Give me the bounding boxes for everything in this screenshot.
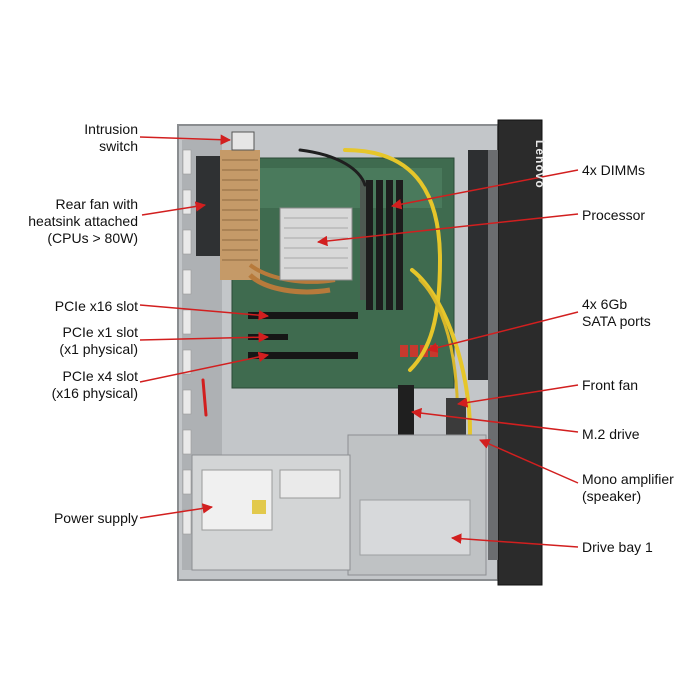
power-supply <box>191 454 351 571</box>
callout-power-supply <box>139 503 214 519</box>
callout-dimms <box>390 169 579 210</box>
intrusion-switch <box>231 131 255 151</box>
callout-m2 <box>410 407 579 433</box>
callout-rear-fan <box>141 201 207 216</box>
label-pcie-x1: PCIe x1 slot (x1 physical) <box>59 324 138 357</box>
label-pcie-x16: PCIe x16 slot <box>54 298 138 314</box>
label-intrusion-switch: Intrusion switch <box>84 121 138 154</box>
callout-pcie-x4 <box>139 351 270 383</box>
callout-sata <box>426 311 579 353</box>
callout-intrusion-switch <box>139 134 232 145</box>
label-processor: Processor <box>582 207 646 223</box>
label-dimms: 4x DIMMs <box>582 162 645 178</box>
lenovo-logo: Lenovo <box>533 140 547 189</box>
label-mono-amp: Mono amplifier (speaker) <box>582 471 674 504</box>
dimm-slots <box>366 180 403 310</box>
drive-bay-1 <box>347 434 487 576</box>
processor-heatsink <box>279 207 353 281</box>
callout-pcie-x1 <box>139 331 270 343</box>
label-power-supply: Power supply <box>53 510 138 526</box>
callout-drive-bay <box>450 533 579 548</box>
label-rear-fan: Rear fan with heatsink attached (CPUs > … <box>28 196 138 246</box>
rear-fan-heatsink <box>196 150 336 295</box>
label-front-fan: Front fan <box>582 377 639 393</box>
callout-mono-amp <box>479 438 579 484</box>
callout-processor <box>316 213 579 247</box>
label-sata: 4x 6Gb SATA ports <box>582 296 651 329</box>
callout-front-fan <box>456 384 579 408</box>
label-pcie-x4: PCIe x4 slot (x16 physical) <box>51 368 138 401</box>
label-m2: M.2 drive <box>582 426 640 442</box>
label-drive-bay: Drive bay 1 <box>582 539 653 555</box>
callout-pcie-x16 <box>139 304 270 321</box>
front-bezel <box>488 119 543 586</box>
m2-drive <box>398 385 414 440</box>
callouts <box>139 134 579 548</box>
